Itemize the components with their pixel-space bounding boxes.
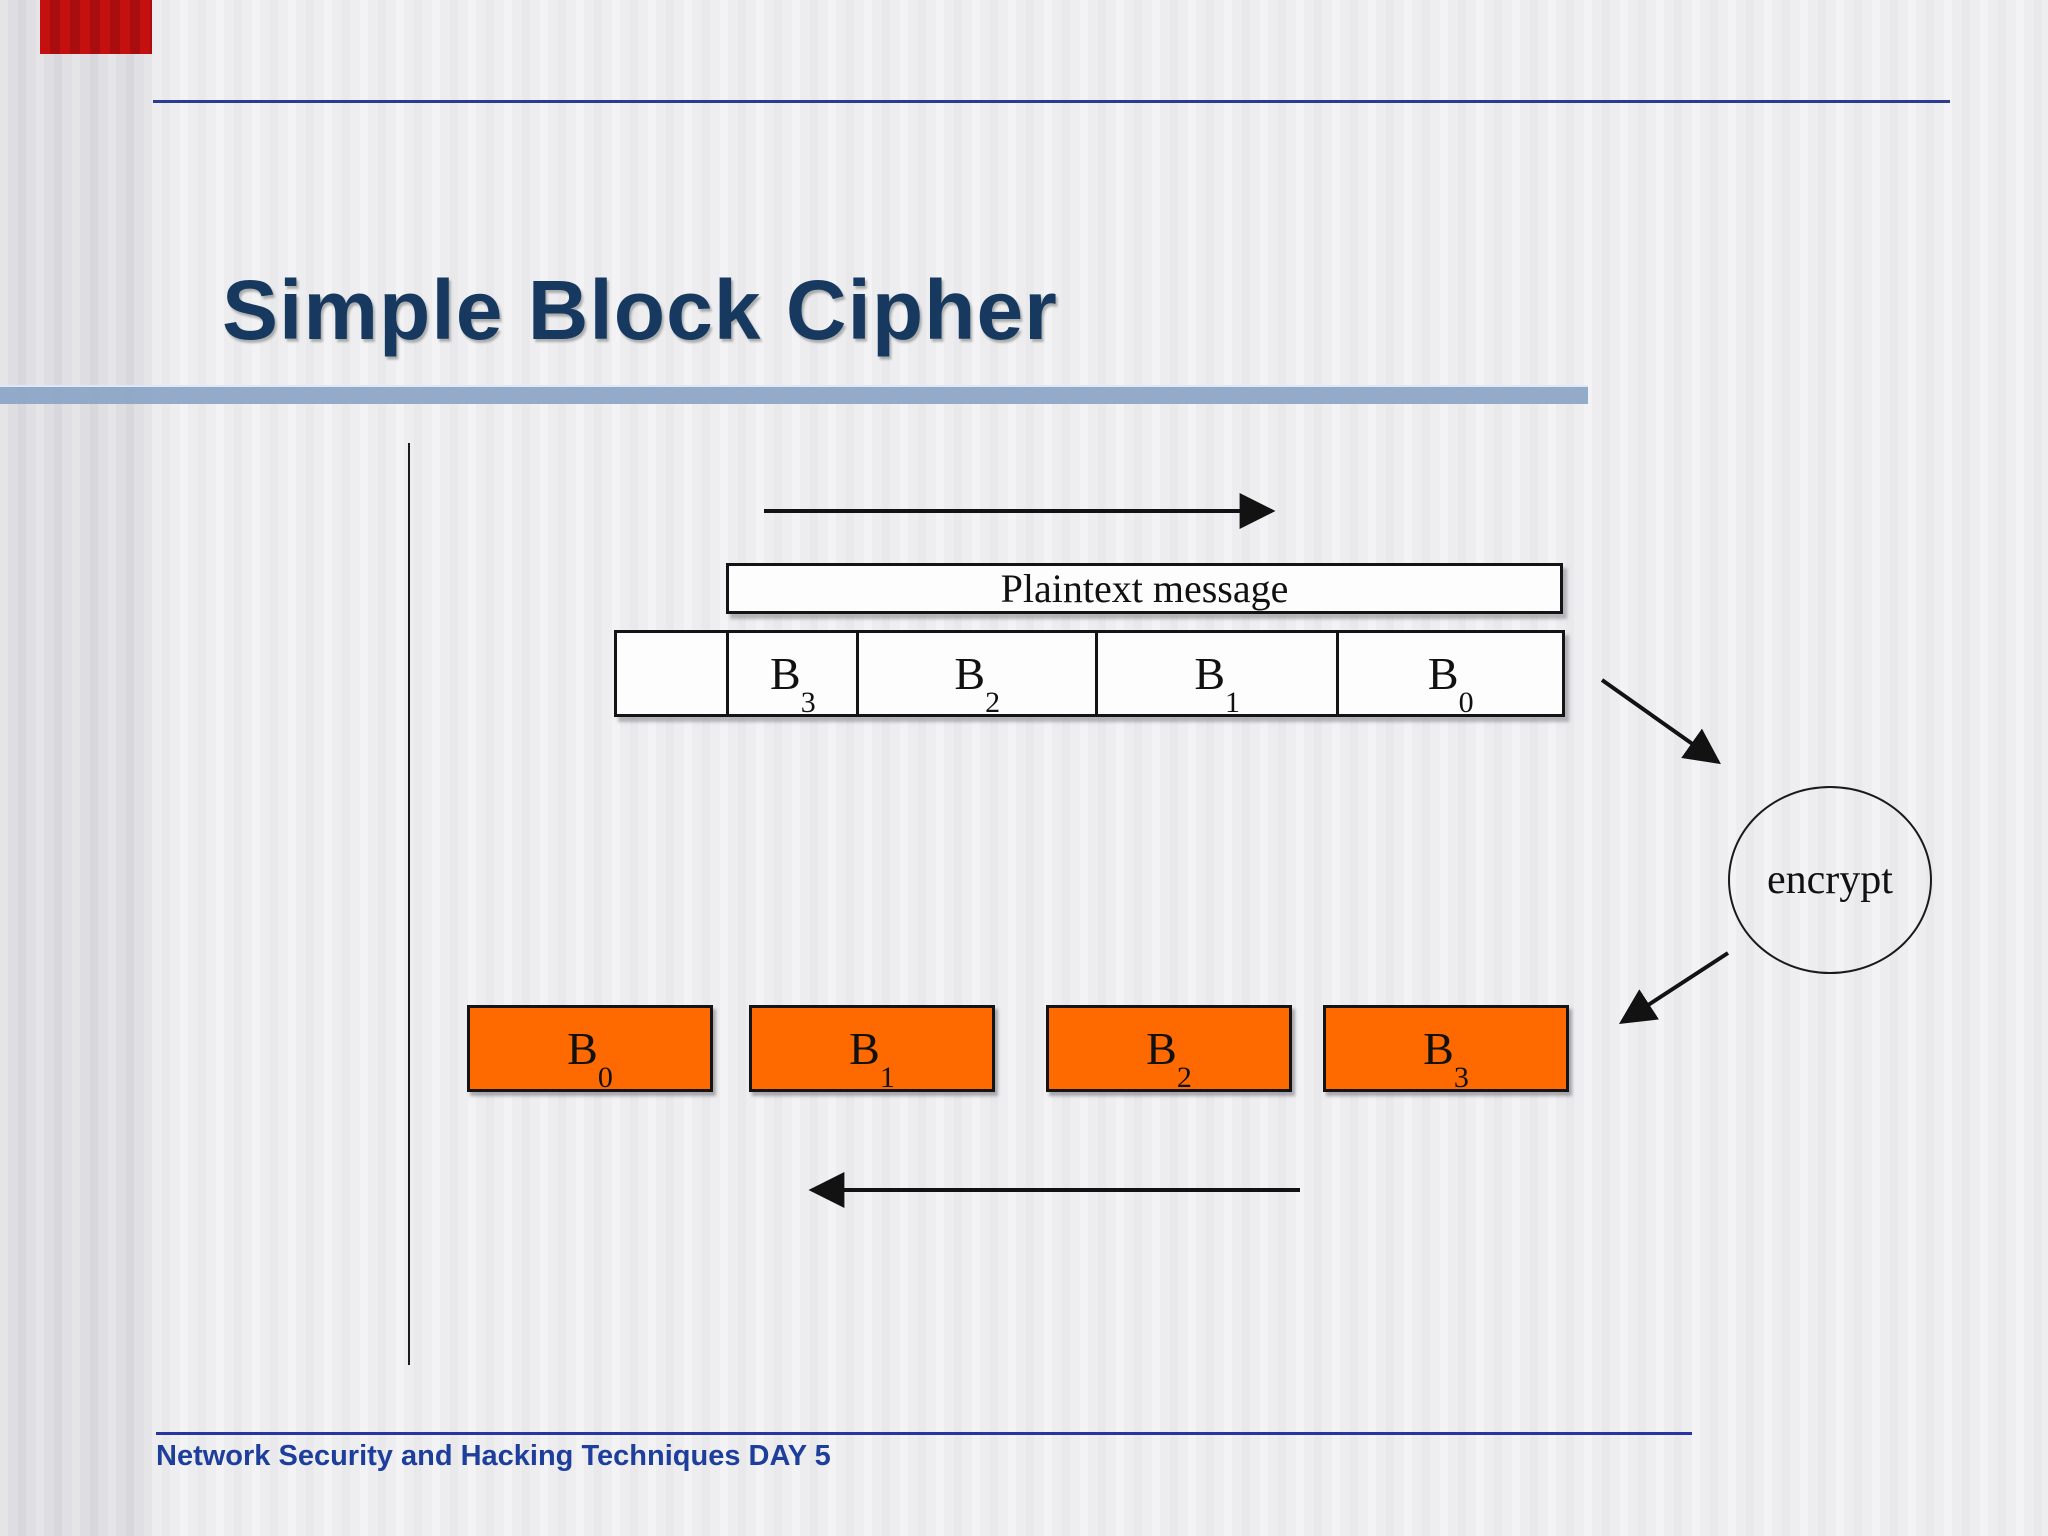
footer-text: Network Security and Hacking Techniques … <box>156 1440 831 1472</box>
plaintext-message-label: Plaintext message <box>1000 566 1289 611</box>
slide-title: Simple Block Cipher <box>222 263 1058 357</box>
encrypt-label: encrypt <box>1767 857 1893 903</box>
title-underline-bar <box>0 385 1588 404</box>
to-encrypt-arrow-icon <box>1600 678 1721 765</box>
encrypt-node: encrypt <box>1728 786 1932 974</box>
from-encrypt-arrow-icon <box>1618 951 1730 1024</box>
diagram-vertical-line <box>408 443 410 1365</box>
footer-rule <box>156 1432 1692 1435</box>
plaintext-cell-empty <box>617 633 730 714</box>
left-pinstripe-band <box>0 0 152 1536</box>
plaintext-message-box: Plaintext message <box>726 563 1563 614</box>
top-horizontal-rule <box>153 100 1950 103</box>
red-accent-block <box>40 0 152 54</box>
